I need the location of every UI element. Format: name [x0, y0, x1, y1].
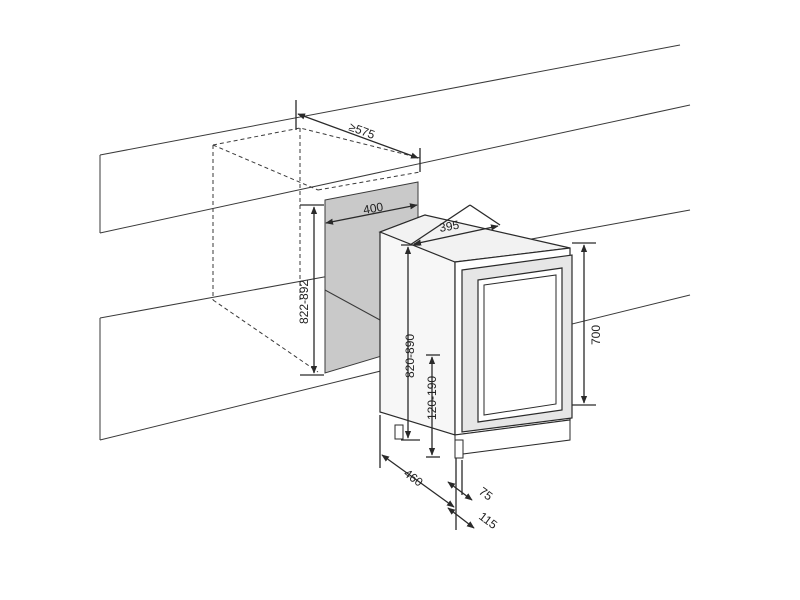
label-recess-75: 75: [476, 484, 495, 503]
label-unit-depth: 460: [401, 466, 426, 489]
label-niche-depth: ≥575: [347, 120, 377, 142]
label-recess-115: 115: [476, 509, 500, 532]
dim-niche-width: 400: [325, 200, 418, 225]
label-door-height: 700: [589, 325, 603, 345]
dim-unit-width: 395: [409, 204, 501, 246]
dim-door-height: 700: [572, 242, 603, 406]
label-unit-height: 820-890: [403, 334, 417, 378]
dim-niche-depth: ≥575: [295, 100, 421, 172]
label-plinth-height: 120-190: [425, 376, 439, 420]
label-unit-width: 395: [438, 218, 460, 235]
label-niche-height: 822-892: [297, 280, 311, 324]
dim-unit-height: 820-890: [401, 244, 420, 441]
dim-niche-height: 822-892: [297, 204, 324, 376]
dim-recess-75: 75: [447, 460, 496, 504]
label-niche-width: 400: [362, 200, 384, 217]
